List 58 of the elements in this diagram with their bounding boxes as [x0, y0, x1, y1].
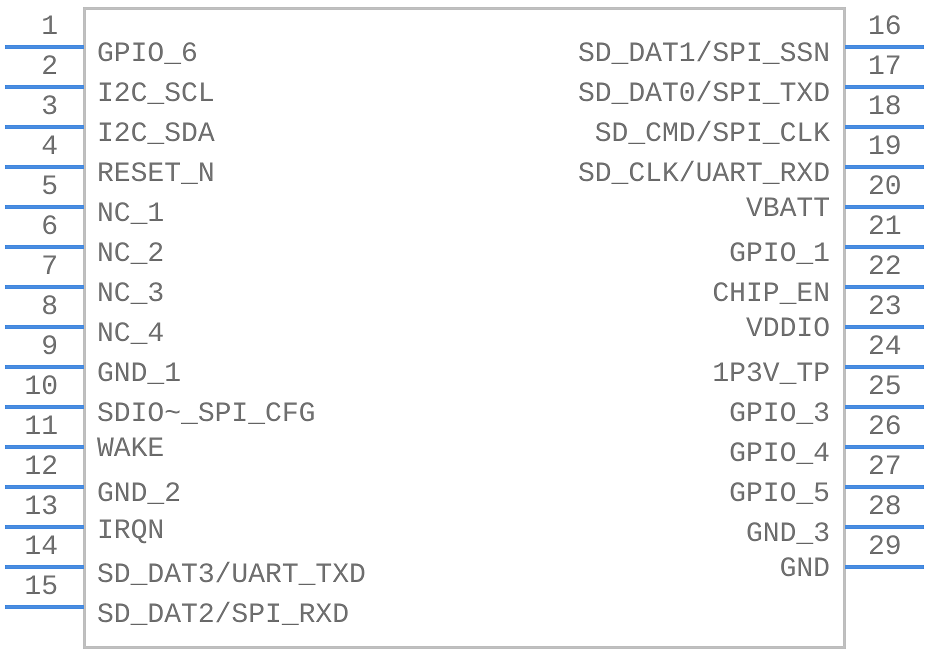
pin-number: 3 [41, 94, 58, 122]
pin-number: 21 [868, 214, 902, 242]
pin-name: NC_4 [97, 321, 164, 349]
pin-number: 27 [868, 454, 902, 482]
pin-number: 28 [868, 494, 902, 522]
pin-number: 6 [41, 214, 58, 242]
pin-number: 2 [41, 54, 58, 82]
pin-number: 11 [24, 414, 58, 442]
pin-name: CHIP_EN [712, 281, 830, 309]
pin-name: SD_DAT2/SPI_RXD [97, 602, 350, 630]
pin-number: 13 [24, 494, 58, 522]
pin-number: 14 [24, 534, 58, 562]
pin-number: 20 [868, 174, 902, 202]
pin-number: 10 [24, 374, 58, 402]
pin-name: NC_2 [97, 241, 164, 269]
pin-name: GPIO_3 [729, 401, 830, 429]
pin-number: 4 [41, 134, 58, 162]
pin-number: 23 [868, 294, 902, 322]
pin-name: SD_CMD/SPI_CLK [594, 121, 830, 149]
pin-number: 19 [868, 134, 902, 162]
pin-number: 22 [868, 254, 902, 282]
pin-name: SDIO~_SPI_CFG [97, 401, 316, 429]
pin-name: SD_DAT3/UART_TXD [97, 562, 366, 590]
pin-number: 25 [868, 374, 902, 402]
pin-number: 24 [868, 334, 902, 362]
pin-name: GND_2 [97, 481, 182, 509]
pin-name: GPIO_1 [729, 241, 830, 269]
pin-name: 1P3V_TP [712, 361, 830, 389]
pin-name: I2C_SCL [97, 81, 215, 109]
pin-name: GND_3 [746, 521, 830, 549]
pin-number: 29 [868, 534, 902, 562]
pin-number: 5 [41, 174, 58, 202]
pin-number: 12 [24, 454, 58, 482]
pin-name: GPIO_6 [97, 41, 198, 69]
pin-number: 7 [41, 254, 58, 282]
pin-name: SD_CLK/UART_RXD [578, 161, 830, 189]
pin-name: VDDIO [746, 316, 830, 344]
pin-name: SD_DAT1/SPI_SSN [578, 41, 830, 69]
pin-name: GND_1 [97, 361, 182, 389]
pin-number: 17 [868, 54, 902, 82]
pin-number: 16 [868, 14, 902, 42]
pin-number: 1 [41, 14, 58, 42]
pin-name: WAKE [97, 436, 164, 464]
pin-name: GND [780, 556, 830, 584]
pin-name: I2C_SDA [97, 121, 215, 149]
pin-name: GPIO_5 [729, 481, 830, 509]
pin-name: IRQN [97, 518, 164, 546]
pin-name: GPIO_4 [729, 441, 830, 469]
pin-name: VBATT [746, 196, 830, 224]
pin-number: 26 [868, 414, 902, 442]
pin-name: NC_1 [97, 201, 164, 229]
pin-number: 15 [24, 574, 58, 602]
pin-number: 18 [868, 94, 902, 122]
pin-number: 9 [41, 334, 58, 362]
pin-name: SD_DAT0/SPI_TXD [578, 81, 830, 109]
pin-number: 8 [41, 294, 58, 322]
pin-name: NC_3 [97, 281, 164, 309]
pin-name: RESET_N [97, 161, 215, 189]
